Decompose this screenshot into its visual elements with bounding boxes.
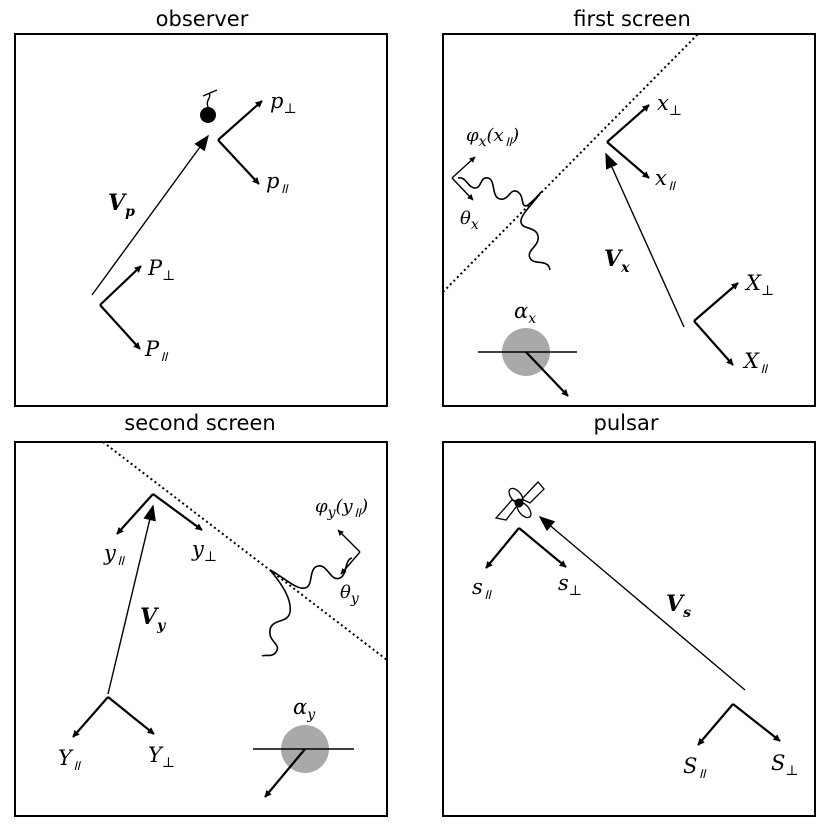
big-perp-label: S⊥ — [771, 751, 799, 779]
panel-frame — [14, 441, 388, 817]
small-perp-label: s⊥ — [558, 571, 582, 599]
panel-frame — [14, 33, 388, 407]
phi-label: φy(y॥) — [315, 496, 368, 521]
big-perp-axis — [107, 696, 155, 735]
small-perp-label: x⊥ — [657, 91, 682, 119]
velocity-label: Vp — [108, 190, 135, 220]
alpha-direction — [525, 351, 569, 397]
small-par-label: y॥ — [103, 541, 126, 569]
small-perp-axis — [518, 527, 567, 568]
big-perp-axis — [693, 282, 739, 322]
big-perp-label: P⊥ — [147, 256, 175, 284]
alpha-direction — [264, 748, 306, 798]
big-par-label: S॥ — [683, 754, 707, 782]
small-par-axis — [485, 527, 520, 569]
panel-frame — [442, 441, 816, 817]
big-par-axis — [72, 696, 109, 738]
theta-label: θx — [460, 208, 479, 233]
panel-first-screen: first screen φx(x॥) θx αx Vx — [442, 7, 816, 407]
velocity-label: Vs — [666, 591, 691, 621]
panel-pulsar: pulsar Vs s॥ s⊥ S॥ S⊥ — [442, 411, 816, 817]
small-par-axis — [116, 493, 154, 535]
big-par-axis — [693, 320, 734, 366]
panel-second-screen: second screen φy(y॥) θy αy Vy — [14, 411, 388, 817]
big-par-label: P॥ — [144, 337, 169, 365]
big-perp-label: Y⊥ — [148, 743, 175, 771]
pulsar-icon — [494, 481, 545, 521]
small-perp-label: p⊥ — [270, 89, 297, 117]
small-par-label: p॥ — [266, 169, 289, 197]
velocity-vector — [605, 152, 685, 328]
panel-title-second-screen: second screen — [124, 411, 275, 435]
theta-axis — [451, 177, 474, 201]
big-par-label: Y॥ — [58, 746, 82, 774]
panel-title-pulsar: pulsar — [594, 411, 659, 435]
big-par-axis — [697, 703, 734, 746]
scattered-wave — [457, 177, 542, 207]
panel-observer: observer Vp p⊥ p॥ P⊥ P॥ — [14, 7, 388, 407]
velocity-label: Vx — [604, 246, 630, 276]
screen-line — [442, 33, 699, 293]
big-par-label: X॥ — [742, 349, 769, 377]
big-perp-axis — [99, 265, 142, 306]
small-perp-axis — [217, 100, 263, 141]
panel-frame — [442, 33, 816, 407]
scattered-wave — [520, 191, 551, 271]
small-perp-axis — [606, 104, 650, 143]
velocity-label: Vy — [140, 604, 166, 634]
phi-axis — [337, 529, 361, 553]
small-perp-label: y⊥ — [191, 537, 217, 565]
alpha-label: αy — [293, 695, 316, 723]
alpha-label: αx — [514, 299, 536, 327]
panel-title-first-screen: first screen — [573, 7, 691, 31]
phi-axis — [451, 156, 476, 179]
small-par-axis — [217, 139, 260, 185]
theta-axis — [340, 551, 361, 575]
big-perp-label: X⊥ — [744, 271, 774, 299]
phi-label: φx(x॥) — [466, 125, 519, 150]
small-par-label: x॥ — [655, 166, 677, 194]
small-par-axis — [606, 141, 650, 179]
bomb-icon — [200, 89, 218, 123]
panel-title-observer: observer — [156, 7, 249, 31]
scattered-wave — [261, 569, 292, 657]
small-par-label: s॥ — [472, 575, 493, 603]
big-par-axis — [99, 304, 141, 350]
theta-label: θy — [340, 582, 360, 607]
big-perp-axis — [732, 703, 781, 742]
velocity-vector — [538, 515, 746, 691]
velocity-vector — [91, 134, 209, 296]
velocity-vector — [107, 504, 156, 695]
small-perp-axis — [152, 493, 203, 531]
